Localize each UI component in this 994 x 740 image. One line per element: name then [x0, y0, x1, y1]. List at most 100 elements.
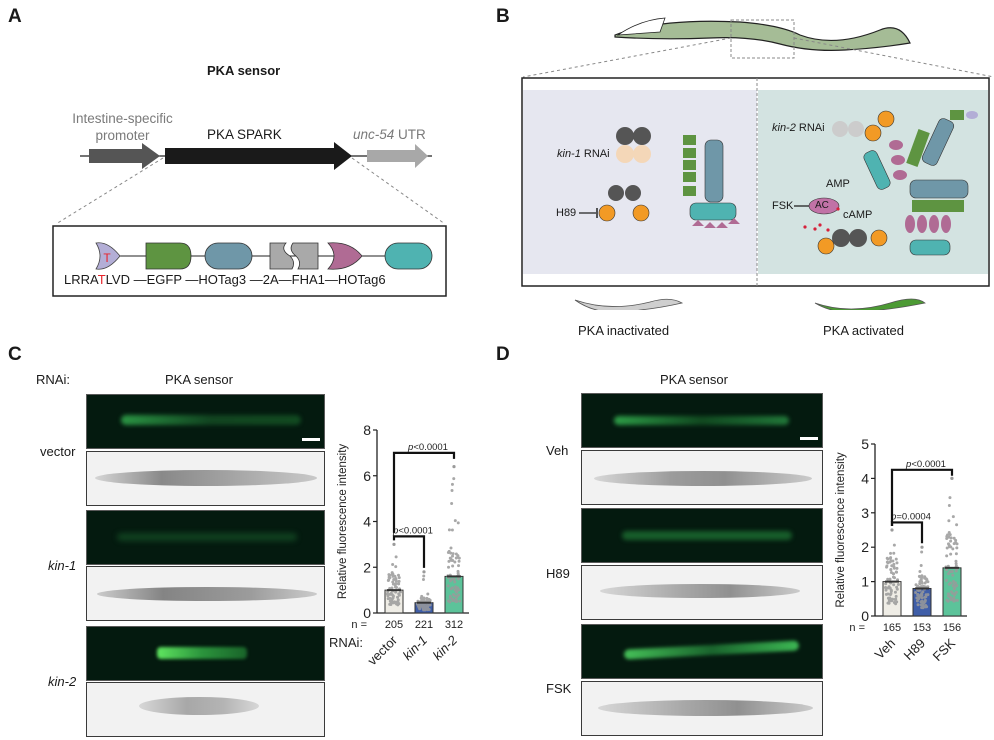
scatter-point [397, 576, 401, 580]
brightfield-image-vector [86, 451, 325, 506]
scatter-point [955, 598, 959, 602]
inactive-sensor-stack [683, 135, 740, 228]
zoom-line-b-right [793, 37, 994, 78]
scatter-point [945, 568, 949, 572]
worm-body [95, 470, 317, 486]
scatter-point [892, 583, 896, 587]
egfp-domain [145, 242, 192, 270]
domain-label-hotag6: HOTag6 [337, 272, 386, 287]
2a-domain-right [290, 242, 319, 270]
ac-label: AC [815, 200, 829, 211]
scatter-point [895, 587, 899, 591]
scatter-point [954, 559, 958, 563]
brightfield-image-kin2 [86, 682, 325, 737]
scatter-point [887, 585, 891, 589]
rnai-text: RNAi [580, 148, 610, 160]
n-label: 205 [385, 619, 403, 631]
scatter-point [886, 592, 890, 596]
scatter-point [953, 592, 957, 596]
gfp-signal [623, 640, 800, 660]
scatter-point [450, 528, 454, 532]
scatter-point [955, 523, 959, 527]
scatter-point [453, 519, 457, 523]
pka-inactivated-caption: PKA inactivated [578, 323, 670, 338]
h89-complex [579, 185, 650, 222]
scatter-point [396, 603, 400, 607]
scatter-point [421, 597, 425, 601]
scatter-point [397, 582, 401, 586]
scatter-point [947, 592, 951, 596]
fha1 [941, 215, 951, 233]
panel-d-letter: D [496, 344, 510, 365]
sep: — [185, 272, 199, 287]
camp-dots [803, 207, 840, 232]
utr-arrow [367, 144, 428, 168]
camp-label: cAMP [843, 209, 873, 221]
n-label: 221 [415, 619, 433, 631]
scatter-point [918, 588, 922, 592]
scatter-point [884, 582, 888, 586]
pka-model-diagram [521, 17, 994, 310]
scatter-point [949, 581, 953, 585]
sep: — [324, 272, 338, 287]
x-tick-label-H89: H89 [901, 636, 928, 663]
egfp-row [912, 200, 964, 212]
scatter-point [452, 594, 456, 598]
domain-label-t: T [97, 272, 106, 287]
scatter-point [889, 568, 893, 572]
y-axis-label: Relative fluorescence intensity [835, 452, 847, 608]
scatter-point [923, 595, 927, 599]
hotag6-stack [863, 150, 891, 190]
scatter-point [453, 588, 457, 592]
scatter-point [919, 578, 923, 582]
c-subunit-faded [633, 145, 651, 163]
scatter-point [451, 552, 455, 556]
fluor-image-fsk [581, 624, 823, 679]
scatter-point [426, 607, 430, 611]
scatter-point [390, 586, 394, 590]
scatter-point [944, 578, 948, 582]
scatter-point [389, 592, 393, 596]
scatter-point [916, 592, 920, 596]
scatter-point [888, 598, 892, 602]
scatter-point [950, 591, 954, 595]
scatter-point [888, 577, 892, 581]
scatter-point [457, 564, 461, 568]
domain-label-egfp: EGFP [146, 272, 182, 287]
scatter-point [951, 547, 955, 551]
row-label-kin1: kin-1 [48, 558, 77, 573]
y-tick-label: 2 [363, 559, 371, 575]
kin1-complex [616, 127, 651, 163]
scatter-point [885, 564, 889, 568]
brightfield-image-kin1 [86, 566, 325, 621]
n-label: 312 [445, 619, 463, 631]
worm-body [600, 584, 800, 598]
y-axis-label: Relative fluorescence intensity [337, 444, 349, 600]
worm-body [594, 471, 812, 486]
scatter-point [394, 582, 398, 586]
scatter-point [418, 603, 422, 607]
zoom-line-right [351, 157, 446, 225]
scatter-point [455, 599, 459, 603]
significance-bracket [890, 468, 954, 526]
utr-gene: unc-54 [353, 127, 395, 142]
scatter-point [923, 581, 927, 585]
panel-d-title: PKA sensor [660, 372, 728, 387]
scatter-point [924, 593, 928, 597]
fha1 [905, 215, 915, 233]
y-tick-label: 3 [861, 505, 869, 521]
c-subunit [817, 237, 835, 255]
scatter-point [888, 560, 892, 564]
worm-inactive [574, 298, 684, 310]
scatter-point [388, 596, 392, 600]
scatter-point [426, 592, 430, 596]
scatter-point [450, 597, 454, 601]
worm-body [97, 587, 317, 601]
pka-activated-caption: PKA activated [823, 323, 904, 338]
scatter-point [946, 533, 950, 537]
scatter-point [945, 598, 949, 602]
scatter-point [895, 566, 899, 570]
scatter-point [951, 515, 955, 519]
scatter-point [894, 602, 898, 606]
r-subunit [625, 185, 641, 201]
